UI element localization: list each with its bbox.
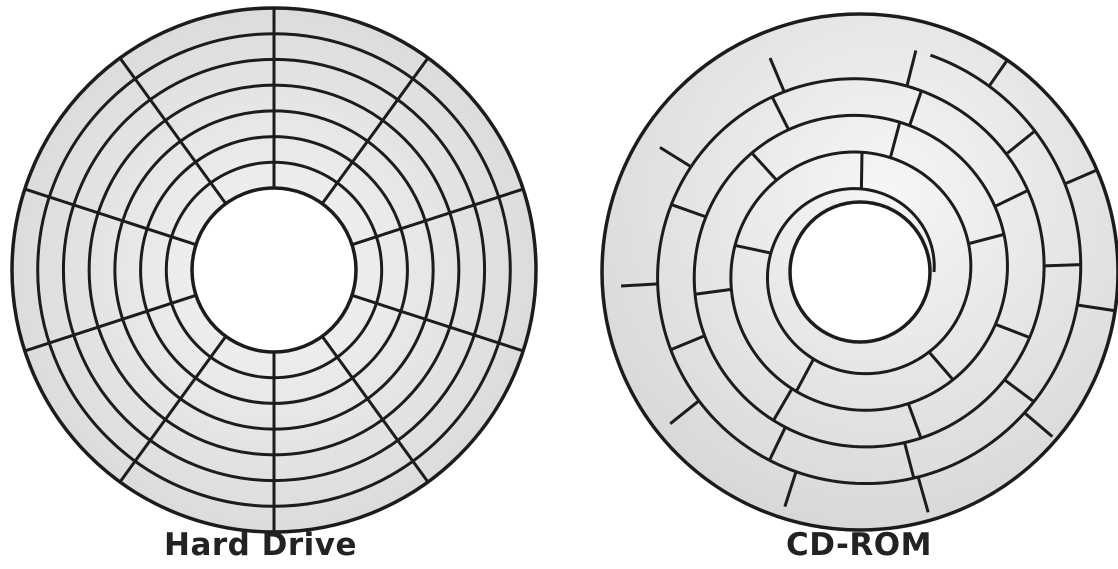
sector-tick — [1044, 265, 1081, 266]
hard-drive-platter — [12, 8, 536, 532]
spindle-hole — [192, 188, 356, 352]
center-hole — [790, 202, 930, 342]
cd-rom-disc — [602, 14, 1118, 530]
sector-tick — [861, 152, 862, 189]
cd-rom-caption: CD-ROM — [786, 527, 932, 563]
hard-drive-caption: Hard Drive — [164, 527, 357, 563]
